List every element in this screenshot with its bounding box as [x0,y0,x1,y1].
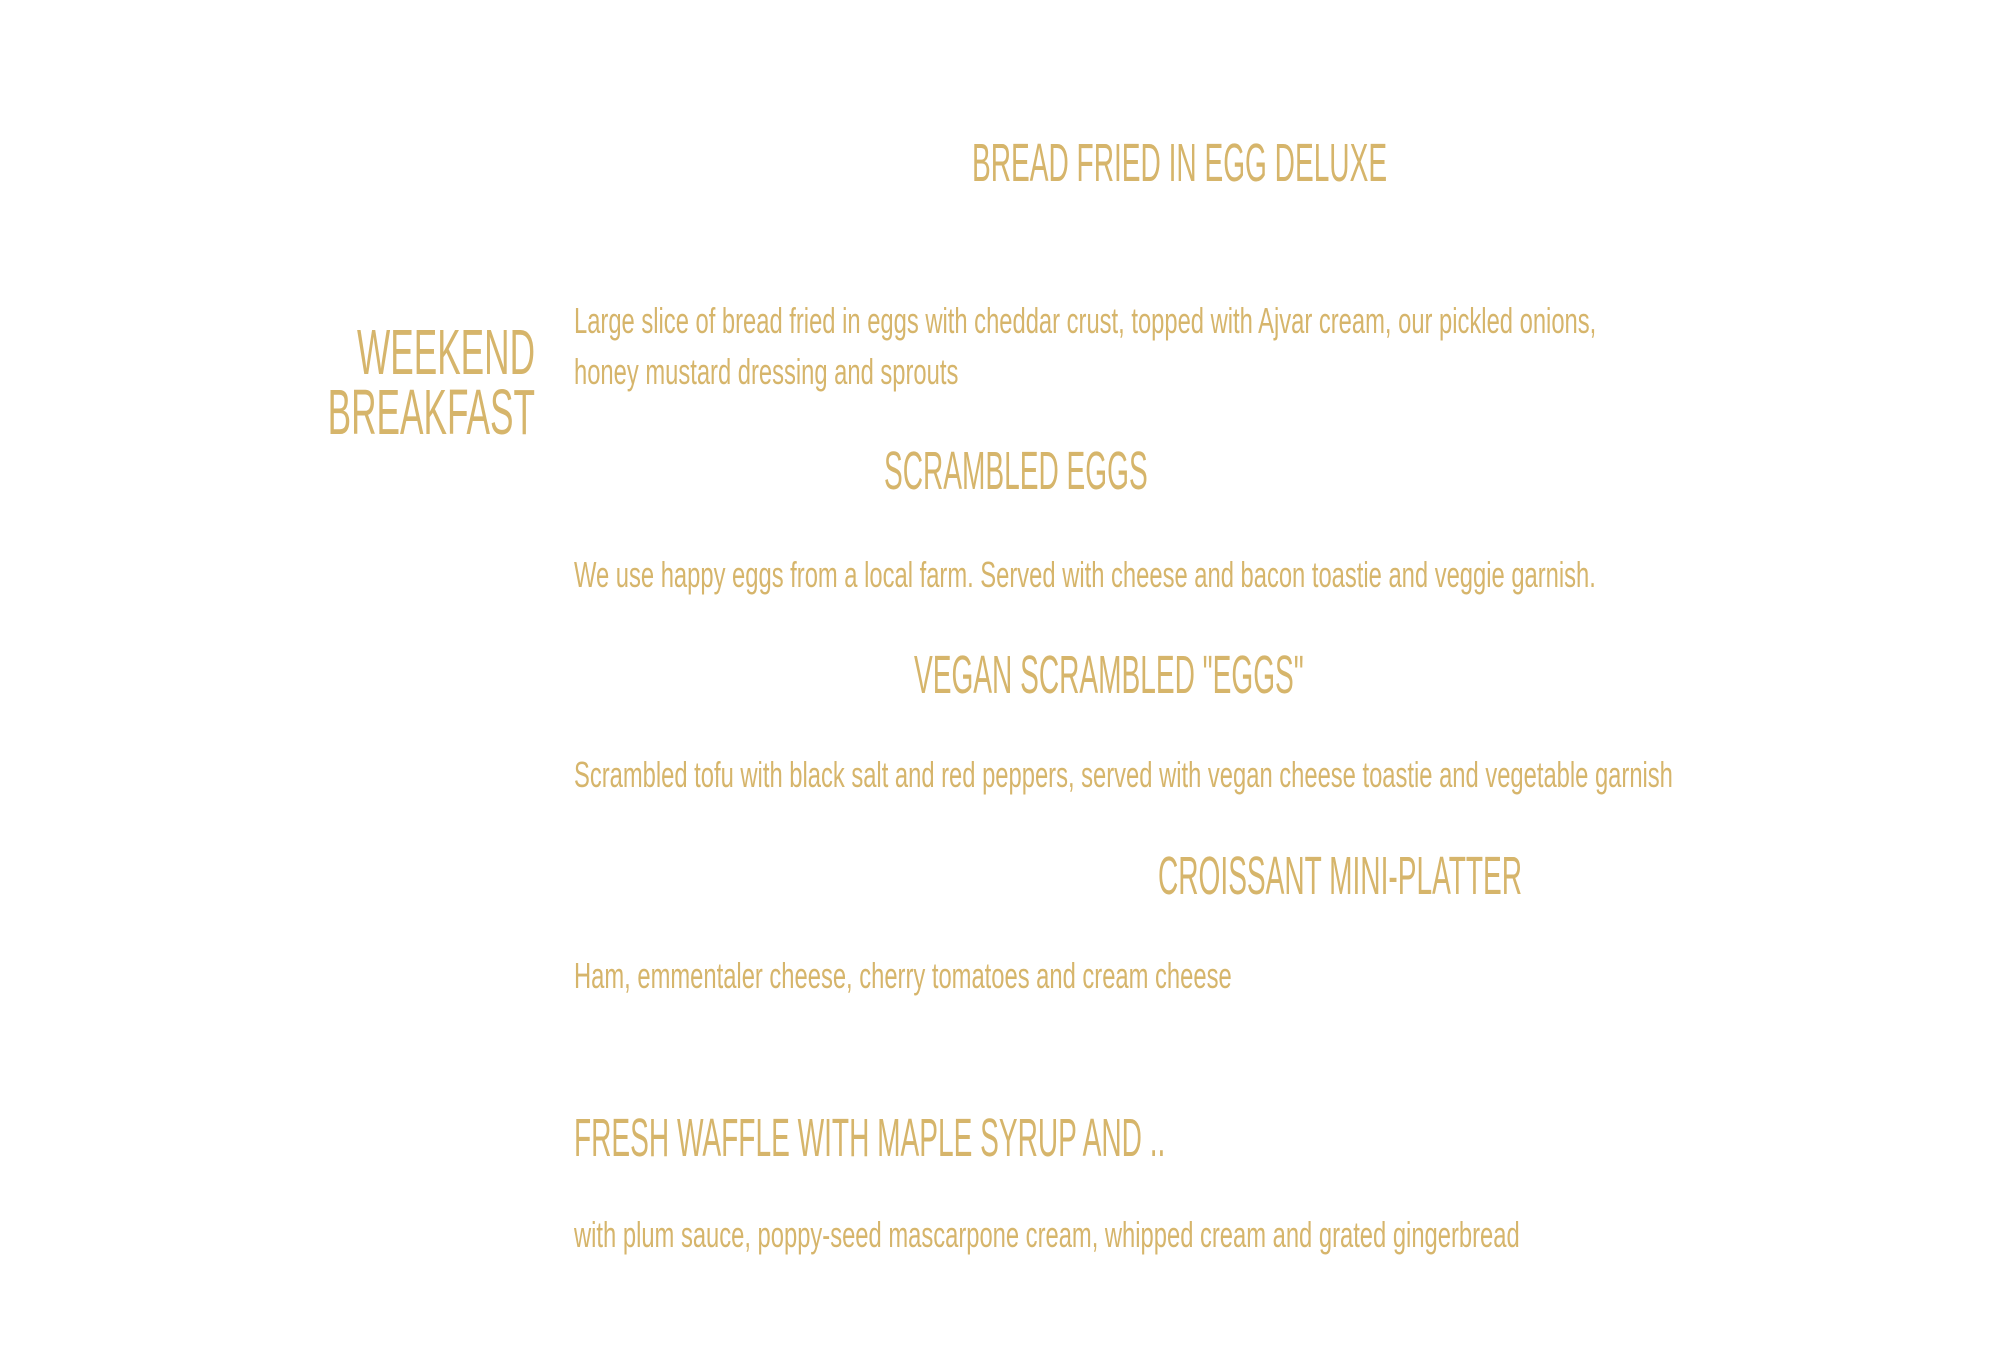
menu-item-title: SCRAMBLED EGGS [884,441,1148,501]
menu-item-description: with plum sauce, poppy-seed mascarpone c… [574,1214,1520,1255]
menu-item-description: honey mustard dressing and sprouts [574,351,959,392]
menu-item-title: VEGAN SCRAMBLED "EGGS" [914,645,1304,705]
menu-item-description: Scrambled tofu with black salt and red p… [574,754,1673,795]
menu-item-title: CROISSANT MINI-PLATTER [1158,846,1523,906]
menu-item-description: We use happy eggs from a local farm. Ser… [574,554,1596,595]
menu-item-description: Large slice of bread fried in eggs with … [574,300,1597,341]
section-title-line-1: WEEKEND [357,316,535,388]
menu-item-title: FRESH WAFFLE WITH MAPLE SYRUP AND .. [574,1108,1166,1168]
menu-item-title: BREAD FRIED IN EGG DELUXE [972,133,1388,193]
menu-item-description: Ham, emmentaler cheese, cherry tomatoes … [574,955,1232,996]
section-title: WEEKEND BREAKFAST [327,316,535,448]
section-title-line-2: BREAKFAST [327,376,535,448]
